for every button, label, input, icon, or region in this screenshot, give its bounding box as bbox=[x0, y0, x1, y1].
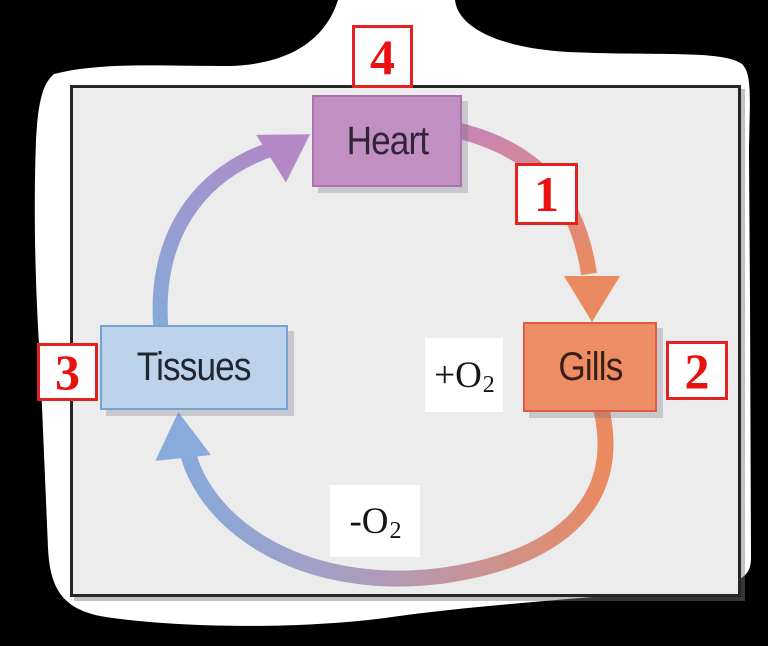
step-marker-2: 2 bbox=[666, 341, 728, 400]
gas-label-text: -O bbox=[349, 500, 389, 542]
tissues-node-label: Tissues bbox=[137, 345, 252, 389]
gills-node-label: Gills bbox=[557, 344, 623, 389]
heart-node: Heart bbox=[312, 95, 462, 187]
gills-node: Gills bbox=[523, 322, 657, 412]
arrow-heart-to-gills bbox=[454, 122, 620, 322]
gas-label-text: +O bbox=[434, 354, 482, 396]
arrowhead-up-icon bbox=[155, 412, 211, 461]
step-marker-1-number: 1 bbox=[534, 166, 559, 222]
tissues-node: Tissues bbox=[100, 325, 288, 410]
step-marker-2-number: 2 bbox=[684, 342, 710, 399]
gas-label-subscript: 2 bbox=[389, 518, 402, 544]
gas-label-subscript: 2 bbox=[482, 372, 495, 398]
step-marker-4-number: 4 bbox=[370, 28, 395, 85]
step-marker-1: 1 bbox=[515, 163, 578, 225]
arrow-tissues-to-heart bbox=[152, 134, 311, 331]
arrowhead-down-icon bbox=[564, 276, 620, 322]
heart-node-label: Heart bbox=[346, 118, 429, 163]
step-marker-3-number: 3 bbox=[55, 344, 80, 400]
step-marker-4: 4 bbox=[352, 25, 413, 88]
arrowhead-upright-icon bbox=[256, 134, 311, 183]
arrow-gills-to-tissues bbox=[155, 406, 614, 587]
step-marker-3: 3 bbox=[37, 343, 98, 401]
